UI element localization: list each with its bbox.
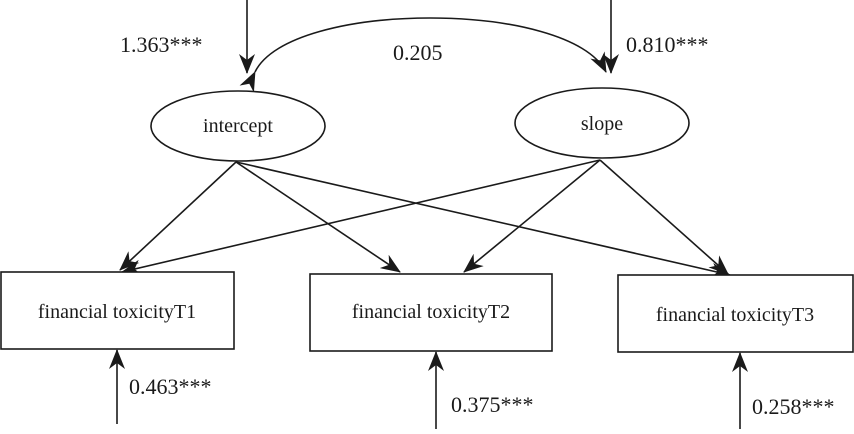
covariance-label: 0.205 (393, 40, 443, 65)
t1-label: financial toxicityT1 (38, 301, 196, 323)
slope-variance-label: 0.810*** (626, 32, 709, 57)
intercept-variance-label: 1.363*** (120, 32, 203, 57)
intercept-node (150, 90, 326, 162)
t3-residual-label: 0.258*** (752, 394, 835, 419)
t3-label: financial toxicityT3 (656, 304, 814, 326)
slope-node (514, 87, 690, 159)
t2-label: financial toxicityT2 (352, 301, 510, 323)
intercept-to-t2-path (235, 161, 401, 273)
t1-box (0, 271, 235, 350)
slope-to-t2-path (463, 159, 601, 273)
t2-residual-label: 0.375*** (451, 392, 534, 417)
slope-label: slope (581, 113, 623, 135)
intercept-to-t1-path (119, 161, 237, 271)
slope-to-t1-path (121, 159, 601, 276)
intercept-label: intercept (203, 115, 273, 137)
t1-residual-label: 0.463*** (129, 374, 212, 399)
covariance-curve (239, 17, 607, 93)
intercept-to-t3-path (235, 161, 731, 279)
slope-to-t3-path (599, 159, 729, 275)
